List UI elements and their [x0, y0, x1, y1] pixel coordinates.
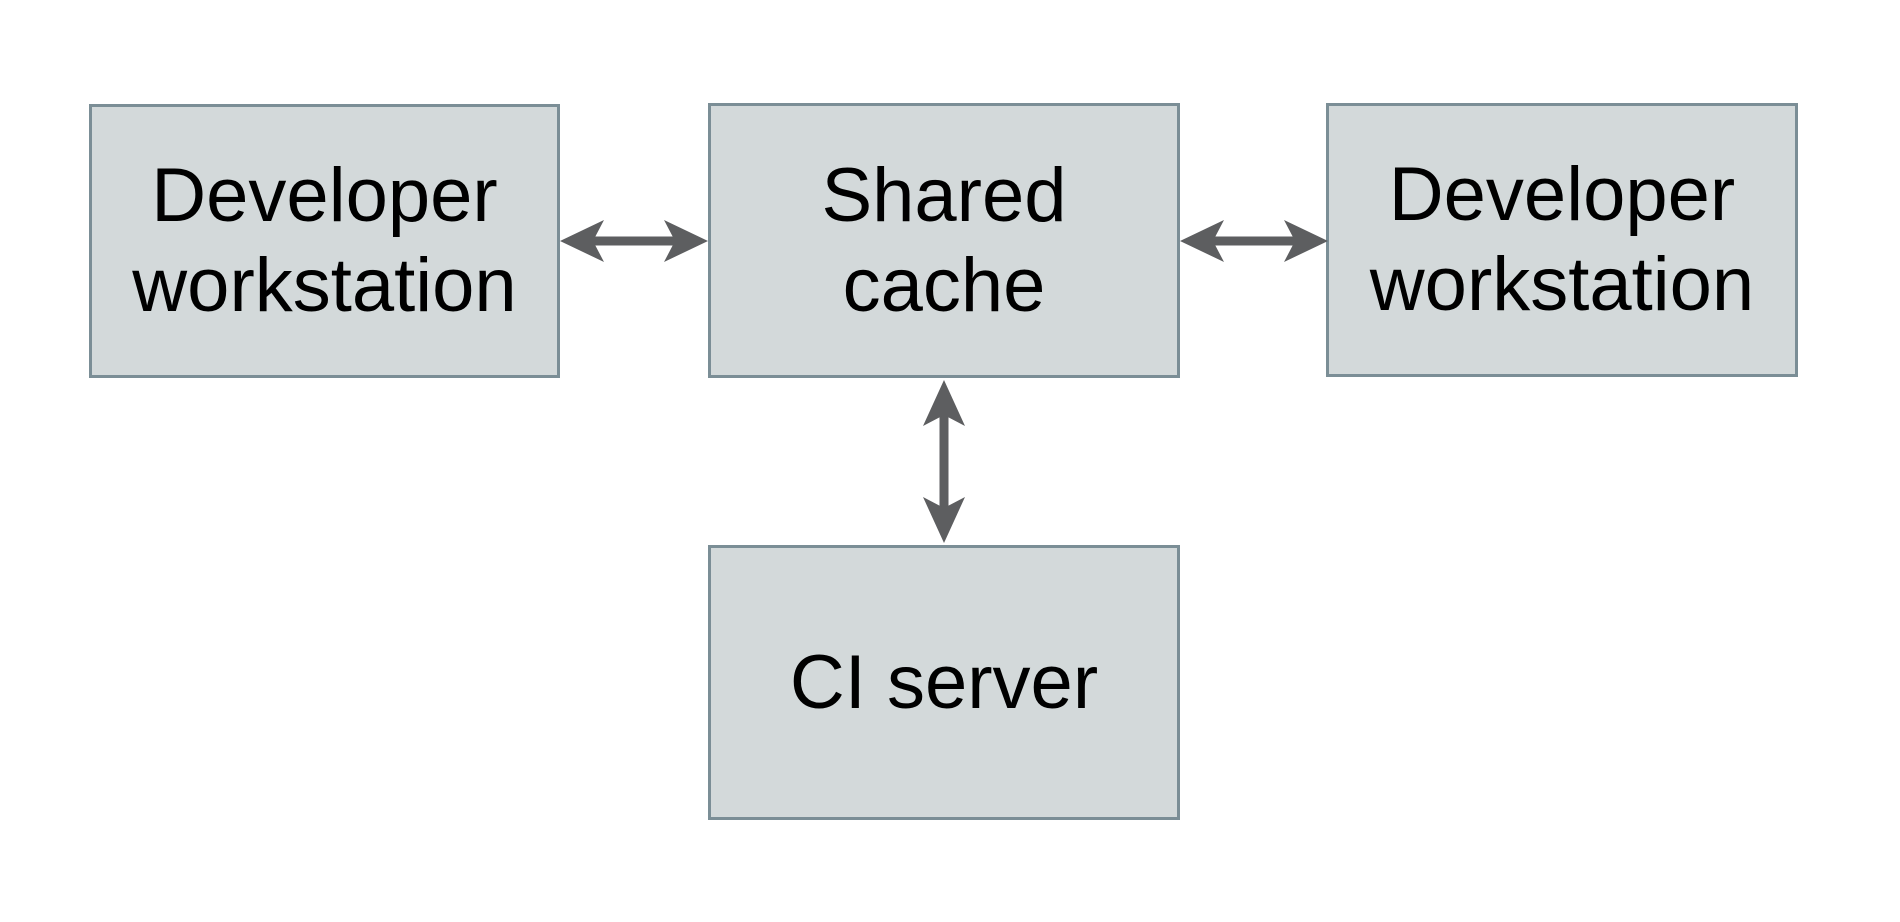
bidirectional-arrow-shared-cache-right-workstation [1180, 220, 1328, 262]
node-label-line: Shared [821, 152, 1067, 238]
bidirectional-arrow-left-workstation-shared-cache [560, 220, 708, 262]
node-developer-workstation-left: Developer workstation [89, 104, 560, 378]
node-shared-cache: Shared cache [708, 103, 1180, 378]
node-label-line: Developer [1388, 152, 1736, 238]
bidirectional-arrow-shared-cache-ci-server [923, 380, 965, 543]
node-label-line: Developer [151, 153, 498, 239]
node-label-line: workstation [1369, 242, 1755, 327]
node-label-line: CI server [789, 639, 1099, 725]
node-ci-server: CI server [708, 545, 1180, 820]
node-developer-workstation-right: Developer workstation [1326, 103, 1798, 377]
node-label-line: cache [842, 242, 1046, 328]
node-label-line: workstation [132, 243, 517, 328]
